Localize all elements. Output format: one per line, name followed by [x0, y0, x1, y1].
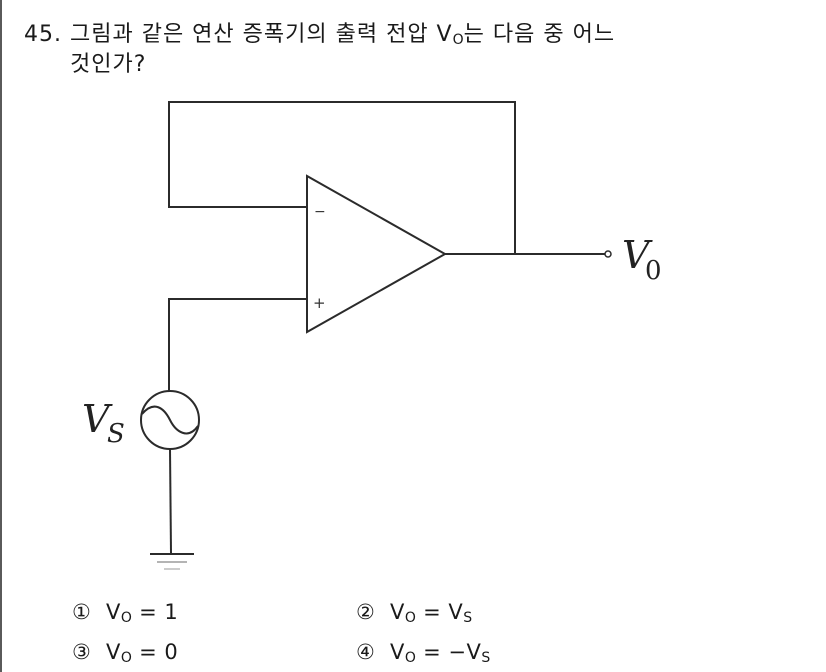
- opamp-icon: [306, 174, 448, 334]
- question-number: 45.: [24, 22, 62, 47]
- question-text: 그림과 같은 연산 증폭기의 출력 전압 V: [70, 22, 453, 47]
- question-text-tail: 는 다음 중 어느: [463, 22, 616, 47]
- source-label-subscript: S: [107, 419, 125, 449]
- opamp-circuit-diagram: − + V 0 V S: [82, 101, 662, 570]
- ground-wire: [169, 448, 172, 554]
- noninverting-sign: +: [313, 294, 326, 312]
- output-terminal-icon: [604, 250, 612, 258]
- question-line-2: 것인가?: [70, 52, 147, 77]
- source-label: V: [82, 397, 113, 441]
- output-label-subscript: 0: [645, 256, 662, 286]
- feedback-wire: [168, 101, 516, 254]
- input-wire: [168, 298, 307, 392]
- question-line-1: 45. 그림과 같은 연산 증폭기의 출력 전압 VO는 다음 중 어느: [24, 16, 615, 48]
- question-text-subscript: O: [452, 32, 464, 48]
- inverting-sign: −: [314, 204, 326, 220]
- sine-wave-icon: [141, 405, 199, 435]
- output-label: V: [622, 233, 653, 277]
